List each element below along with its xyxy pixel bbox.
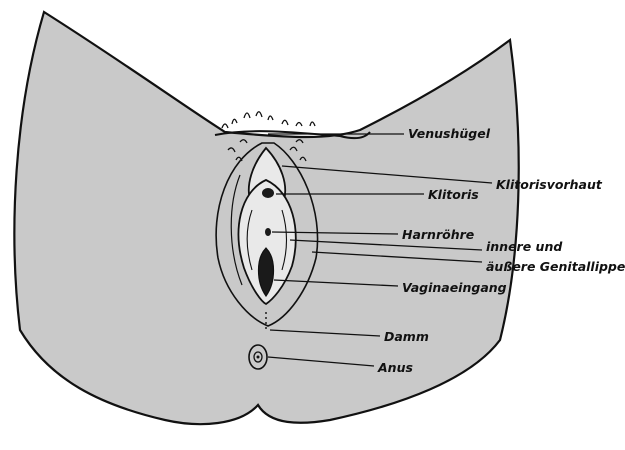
label-anus: Anus: [377, 360, 413, 375]
label-venushuegel: Venushügel: [408, 126, 491, 141]
label-klitoris: Klitoris: [428, 187, 479, 202]
label-vaginaeingang: Vaginaeingang: [402, 280, 507, 295]
label-klitorisvorhaut: Klitorisvorhaut: [496, 177, 603, 192]
urethra: [265, 228, 271, 236]
label-harnroehre: Harnröhre: [402, 227, 474, 242]
label-genitallippen-line1: innere und: [486, 239, 563, 254]
label-genitallippen-line2: äußere Genitallippen: [486, 259, 625, 274]
clitoris: [262, 188, 274, 198]
label-damm: Damm: [384, 329, 429, 344]
